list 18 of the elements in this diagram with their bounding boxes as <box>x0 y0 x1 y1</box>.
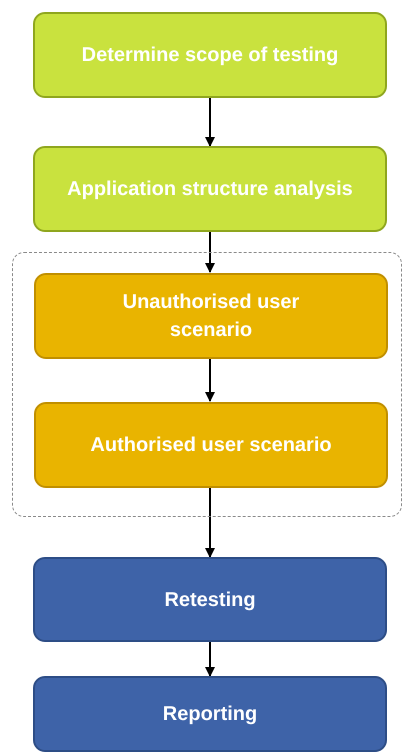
arrow <box>205 642 215 677</box>
arrow <box>205 358 215 402</box>
process-box <box>34 402 388 488</box>
process-box <box>34 273 388 359</box>
arrow <box>205 487 215 558</box>
box-label: Authorised user scenario <box>90 433 332 458</box>
box-label: Determine scope of testing <box>82 43 338 68</box>
process-box <box>33 12 387 98</box>
box-label: Retesting <box>164 588 256 612</box>
arrow <box>205 98 215 147</box>
process-box <box>33 557 387 642</box>
process-box <box>33 676 387 752</box>
box-label: Application structure analysis <box>67 177 353 202</box>
group-box <box>12 252 402 517</box>
process-box <box>33 146 387 232</box>
box-label: Unauthorised user scenario <box>122 290 300 343</box>
arrow <box>205 232 215 273</box>
box-label: Reporting <box>162 702 258 727</box>
